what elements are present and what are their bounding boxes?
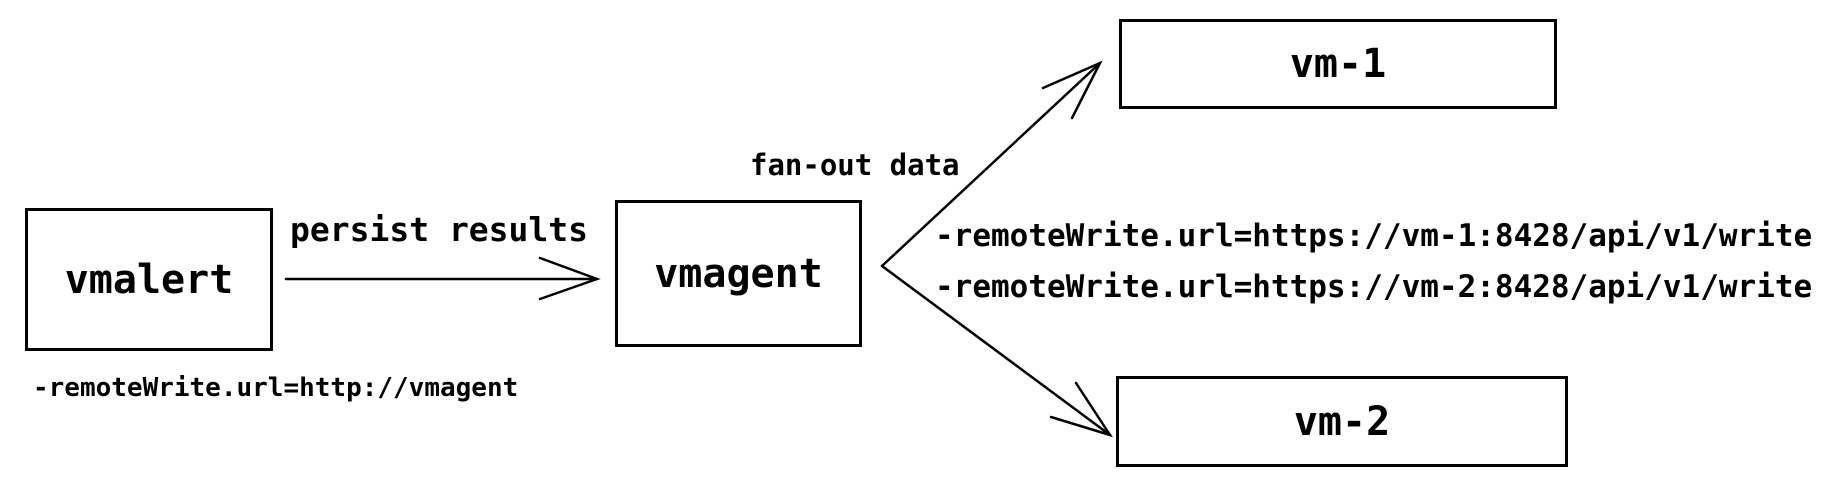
flag-vmalert-remotewrite: -remoteWrite.url=http://vmagent xyxy=(33,373,519,403)
fanout-arrow-vm2 xyxy=(880,264,1113,438)
edge-label-persist-results: persist results xyxy=(290,210,589,249)
fanout-arrow-vm1 xyxy=(880,60,1103,268)
node-vm-1: vm-1 xyxy=(1119,19,1557,109)
node-vmalert: vmalert xyxy=(25,208,273,351)
persist-results-arrow xyxy=(284,256,601,301)
flag-vmagent-remotewrite-vm1: -remoteWrite.url=https://vm-1:8428/api/v… xyxy=(935,218,1813,254)
node-vmagent-label: vmagent xyxy=(654,250,823,297)
node-vmagent: vmagent xyxy=(615,200,862,347)
edge-label-fan-out-data: fan-out data xyxy=(750,148,960,182)
node-vm-1-label: vm-1 xyxy=(1289,41,1387,87)
node-vm-2: vm-2 xyxy=(1116,376,1568,467)
node-vmalert-label: vmalert xyxy=(64,256,234,303)
node-vm-2-label: vm-2 xyxy=(1293,398,1391,445)
flag-vmagent-remotewrite-vm2: -remoteWrite.url=https://vm-2:8428/api/v… xyxy=(935,269,1813,305)
